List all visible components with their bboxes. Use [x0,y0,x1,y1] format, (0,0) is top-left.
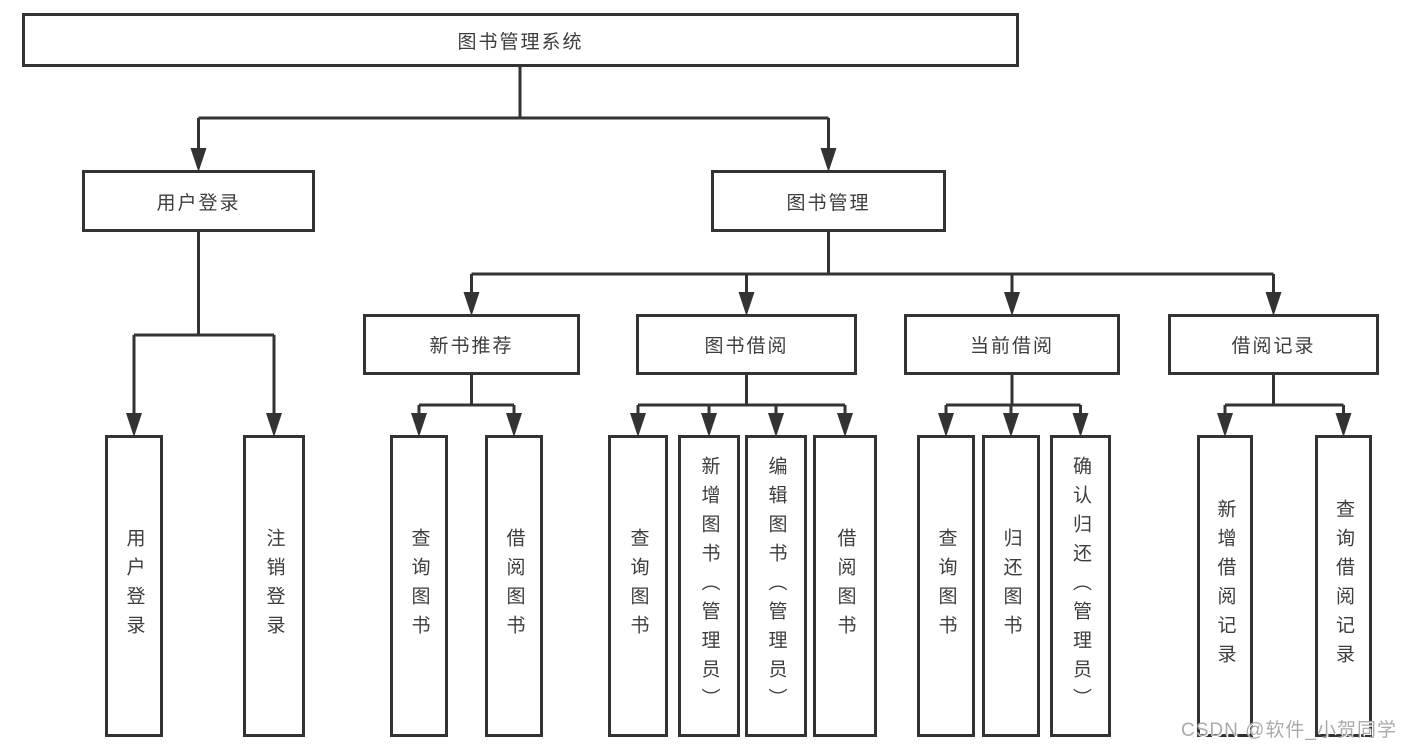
node-leaf-bb-borrow-books: 借阅图书 [813,435,877,737]
node-book-borrow-label: 图书借阅 [704,336,789,357]
node-leaf-bb-query-books: 查询图书 [608,435,668,737]
node-book-mgmt: 图书管理 [711,170,946,232]
node-borrow-records-label: 借阅记录 [1231,336,1316,357]
arrowhead [463,292,480,316]
csdn-watermark: CSDN @软件_小贺同学 [1181,720,1397,741]
arrowhead [506,413,522,437]
node-leaf-cb-query-books: 查询图书 [917,435,975,737]
node-leaf-bb-edit-books-admin: 编辑图书（管理员） [745,435,807,737]
connector-borrow-records-children [1217,375,1352,437]
arrowhead [768,413,784,437]
node-leaf-br-add-record-label: 新增借阅记录 [1214,499,1236,673]
node-leaf-cb-query-books-label: 查询图书 [935,528,957,644]
connector-user-login-children [126,232,282,437]
node-leaf-br-query-record-label: 查询借阅记录 [1333,499,1354,673]
arrowhead [938,413,954,437]
node-leaf-nb-borrow-books: 借阅图书 [485,435,543,737]
arrowhead [126,413,142,437]
connector-root-to-level2 [190,67,837,172]
node-leaf-br-add-record: 新增借阅记录 [1197,435,1253,737]
node-leaf-bb-query-books-label: 查询图书 [627,528,649,644]
node-leaf-logout: 注销登录 [243,435,305,737]
arrowhead [190,148,207,172]
node-leaf-user-login-label: 用户登录 [123,528,145,644]
node-leaf-cb-return-books: 归还图书 [982,435,1040,737]
arrowhead [1335,413,1352,437]
node-leaf-logout-label: 注销登录 [263,528,285,644]
node-user-login-label: 用户登录 [156,192,241,214]
node-leaf-nb-query-books-label: 查询图书 [408,528,430,644]
arrowhead [820,148,837,172]
arrowhead [738,292,755,316]
node-root-label: 图书管理系统 [457,31,584,53]
node-leaf-cb-confirm-return-admin: 确认归还（管理员） [1050,435,1111,737]
arrowhead [837,413,853,437]
connector-book-mgmt-children [463,232,1282,316]
arrowhead [701,413,717,437]
node-leaf-nb-query-books: 查询图书 [390,435,448,737]
arrowhead [1003,413,1019,437]
arrowhead [411,413,427,437]
node-leaf-cb-confirm-return-admin-label: 确认归还（管理员） [1070,455,1091,717]
node-user-login: 用户登录 [82,170,315,232]
node-leaf-bb-edit-books-admin-label: 编辑图书（管理员） [765,455,787,717]
node-leaf-br-query-record: 查询借阅记录 [1315,435,1372,737]
node-root: 图书管理系统 [22,13,1019,67]
arrowhead [630,413,646,437]
arrowhead [1004,292,1020,316]
node-current-borrow-label: 当前借阅 [969,336,1054,357]
arrowhead [1265,292,1282,316]
node-current-borrow: 当前借阅 [904,314,1120,375]
node-leaf-bb-borrow-books-label: 借阅图书 [834,528,856,644]
node-leaf-nb-borrow-books-label: 借阅图书 [503,528,525,644]
node-book-mgmt-label: 图书管理 [786,192,871,214]
node-leaf-bb-add-books-admin: 新增图书（管理员） [678,435,740,737]
connector-new-books-children [411,375,522,437]
node-leaf-user-login: 用户登录 [105,435,163,737]
node-book-borrow: 图书借阅 [636,314,857,375]
connector-current-borrow-children [938,375,1089,437]
node-leaf-cb-return-books-label: 归还图书 [1000,528,1022,644]
node-borrow-records: 借阅记录 [1168,314,1379,375]
arrowhead [1217,413,1233,437]
node-new-books-label: 新书推荐 [429,336,514,357]
node-leaf-bb-add-books-admin-label: 新增图书（管理员） [698,455,720,717]
arrowhead [1072,413,1089,437]
node-new-books: 新书推荐 [363,314,580,375]
arrowhead [266,413,282,437]
connector-book-borrow-children [630,375,853,437]
